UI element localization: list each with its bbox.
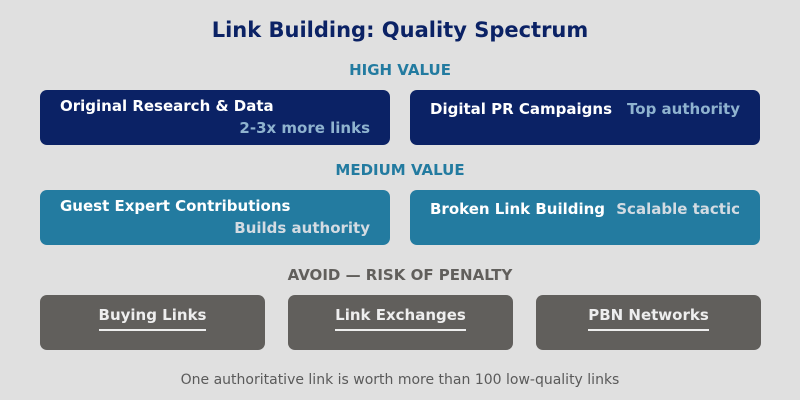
medium-item-broken-link: Broken Link Building Scalable tactic bbox=[410, 190, 760, 245]
item-note: Top authority bbox=[627, 100, 740, 118]
section-label-medium: MEDIUM VALUE bbox=[335, 161, 465, 179]
section-label-avoid: AVOID — RISK OF PENALTY bbox=[287, 266, 513, 284]
item-label: Guest Expert Contributions bbox=[60, 197, 291, 215]
item-label: PBN Networks bbox=[588, 306, 709, 331]
item-label: Original Research & Data bbox=[60, 97, 274, 115]
footer-note: One authoritative link is worth more tha… bbox=[180, 372, 620, 388]
item-note: 2-3x more links bbox=[239, 119, 370, 137]
medium-item-guest-expert: Guest Expert Contributions Builds author… bbox=[40, 190, 390, 245]
avoid-item-buying-links: Buying Links bbox=[40, 295, 265, 350]
item-note: Builds authority bbox=[234, 219, 370, 237]
diagram-title: Link Building: Quality Spectrum bbox=[211, 18, 589, 42]
avoid-item-link-exchanges: Link Exchanges bbox=[288, 295, 513, 350]
section-label-high: HIGH VALUE bbox=[349, 61, 451, 79]
item-label: Broken Link Building bbox=[430, 200, 606, 218]
item-label: Digital PR Campaigns bbox=[430, 100, 612, 118]
item-note: Scalable tactic bbox=[616, 200, 740, 218]
avoid-item-pbn-networks: PBN Networks bbox=[536, 295, 761, 350]
high-item-digital-pr: Digital PR Campaigns Top authority bbox=[410, 90, 760, 145]
item-label: Buying Links bbox=[98, 306, 207, 331]
high-item-original-research: Original Research & Data 2-3x more links bbox=[40, 90, 390, 145]
item-label: Link Exchanges bbox=[335, 306, 466, 331]
